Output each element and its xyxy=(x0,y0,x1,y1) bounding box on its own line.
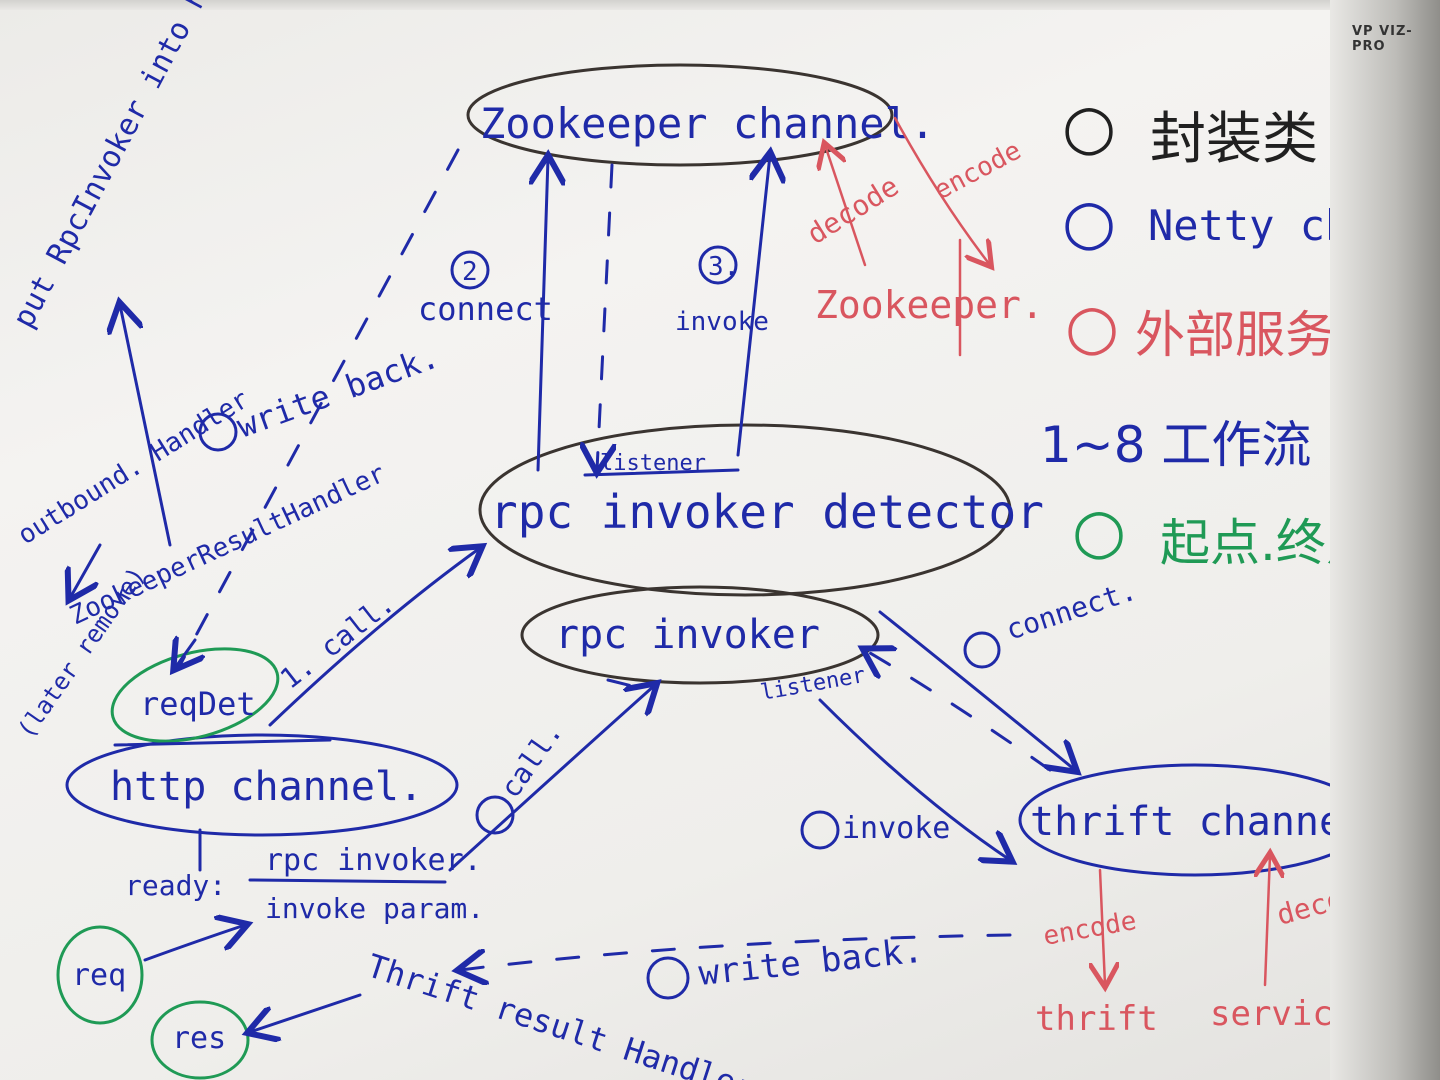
invoke-arrow-invoker-to-thrift xyxy=(818,698,1010,860)
legend-text-netty-channel: Netty channel. xyxy=(1148,201,1330,250)
legend-text-wrapper-class: 封装类 xyxy=(1150,107,1318,172)
encode-zk-label: encode xyxy=(929,136,1026,207)
listener-top-label: listener xyxy=(600,451,706,476)
legend-symbol-external-service: ○ xyxy=(1065,290,1119,363)
invoker-listener-dashed xyxy=(606,678,642,690)
invoke-param-label: invoke param. xyxy=(265,892,484,925)
decode-arrow-thrift xyxy=(1265,855,1270,987)
architecture-diagram: Zookeeper channel. rpc invoker detector … xyxy=(6,0,1330,1080)
encode-arrow-thrift xyxy=(1100,868,1105,985)
step-8-circle xyxy=(646,956,690,1000)
legend: ○ 封装类 ○ Netty channel. ○ 外部服务 1~8 工作流 ○ … xyxy=(1040,90,1330,572)
whiteboard-frame xyxy=(1330,0,1440,1080)
connect-arrow-invoker-to-thrift xyxy=(878,610,1075,770)
outbound-arrow-down xyxy=(70,543,102,598)
legend-text-start-end: 起点.终点 xyxy=(1160,514,1330,572)
step-4-circle xyxy=(198,412,238,452)
rpc-invoker-ellipse xyxy=(520,585,880,685)
rpc-invoker-detector-label: rpc invoker detector xyxy=(490,485,1044,539)
decode-arrow-zk xyxy=(825,145,867,267)
zookeeper-channel-ellipse xyxy=(466,63,894,167)
board-brand-logo: VP VIZ-PRO xyxy=(1352,24,1413,54)
step-5-call-label: call. xyxy=(494,716,569,804)
step-6-circle xyxy=(963,631,1001,669)
step-6-connect-label: connect. xyxy=(1002,574,1140,647)
decode-zk-label: decode xyxy=(801,169,904,251)
http-channel-ellipse xyxy=(65,733,459,837)
reqdet-to-http-line xyxy=(113,738,332,747)
writeback-dashed-to-reqdet xyxy=(178,148,460,667)
service-external-label: service. xyxy=(1210,994,1330,1034)
step-2-connect-label: connect xyxy=(418,290,553,328)
reqdet-label: reqDet xyxy=(140,685,256,723)
writeback-dashed-thrift-to-handler xyxy=(460,933,1012,970)
rpc-invoker-detector-ellipse xyxy=(478,423,1012,597)
thrift-channel-ellipse xyxy=(1018,763,1330,877)
step-3-number: 3. xyxy=(708,252,739,282)
zookeeper-external-label: Zookeeper. xyxy=(815,283,1044,327)
listener-dashed-thrift-to-invoker xyxy=(865,650,1052,772)
outbound-handler-note: outbound. Handler xyxy=(13,384,255,550)
req-label: req xyxy=(72,958,126,993)
legend-text-external-service: 外部服务 xyxy=(1135,306,1330,364)
http-channel-label: http channel. xyxy=(110,764,423,810)
put-rpc-invoker-note: put RpcInvoker into httpCtx xyxy=(6,0,266,334)
connect-line-zk-to-detector xyxy=(538,158,548,472)
handler-to-res-arrow xyxy=(250,993,362,1032)
rpc-invoker-label: rpc invoker xyxy=(555,612,820,658)
step-2-circle xyxy=(450,250,490,290)
legend-symbol-netty-channel: ○ xyxy=(1062,185,1116,258)
step-4-writeback-label: write back. xyxy=(232,337,444,445)
zookeeper-channel-label: Zookeeper channel. xyxy=(480,99,935,148)
call-arrow-reqdet-to-detector xyxy=(268,548,480,727)
req-ellipse xyxy=(56,925,144,1025)
legend-symbol-start-end: ○ xyxy=(1072,494,1126,567)
listener-dashed-line xyxy=(597,163,612,470)
thrift-channel-label: thrift channel. xyxy=(1030,799,1330,845)
legend-text-workflow: 1~8 工作流 xyxy=(1040,416,1311,474)
legend-symbol-wrapper-class: ○ xyxy=(1062,90,1116,163)
encode-arrow-zk xyxy=(893,116,990,265)
ready-label: ready: xyxy=(125,869,226,902)
invoke-line-zk-to-detector xyxy=(736,155,770,457)
ready-rpc-invoker-label: rpc invoker. xyxy=(265,843,482,878)
req-to-invoke-param-arrow xyxy=(143,925,245,962)
step-7-invoke-label: invoke xyxy=(842,811,950,846)
board-top-edge xyxy=(0,0,1440,10)
listener-underline xyxy=(583,468,740,477)
call-arrow-ready-to-invoker xyxy=(448,685,655,872)
ready-fraction-bar xyxy=(248,878,447,884)
step-2-number: 2 xyxy=(462,257,478,287)
step-5-circle xyxy=(475,795,515,835)
encode-thrift-label: encode xyxy=(1041,906,1139,952)
res-label: res xyxy=(172,1021,226,1056)
step-3-invoke-label: invoke xyxy=(675,307,769,337)
outbound-arrow-up xyxy=(120,305,172,547)
decode-thrift-label: decode xyxy=(1273,874,1330,932)
step-3-circle xyxy=(698,245,738,285)
reqdet-arrow xyxy=(175,640,195,668)
thrift-external-label: thrift xyxy=(1035,999,1158,1039)
later-remove-note: (later remove) xyxy=(12,562,151,744)
step-7-circle xyxy=(800,810,840,850)
step-1-call-label: 1. call. xyxy=(274,586,401,695)
listener-bottom-label: listener xyxy=(759,663,868,706)
